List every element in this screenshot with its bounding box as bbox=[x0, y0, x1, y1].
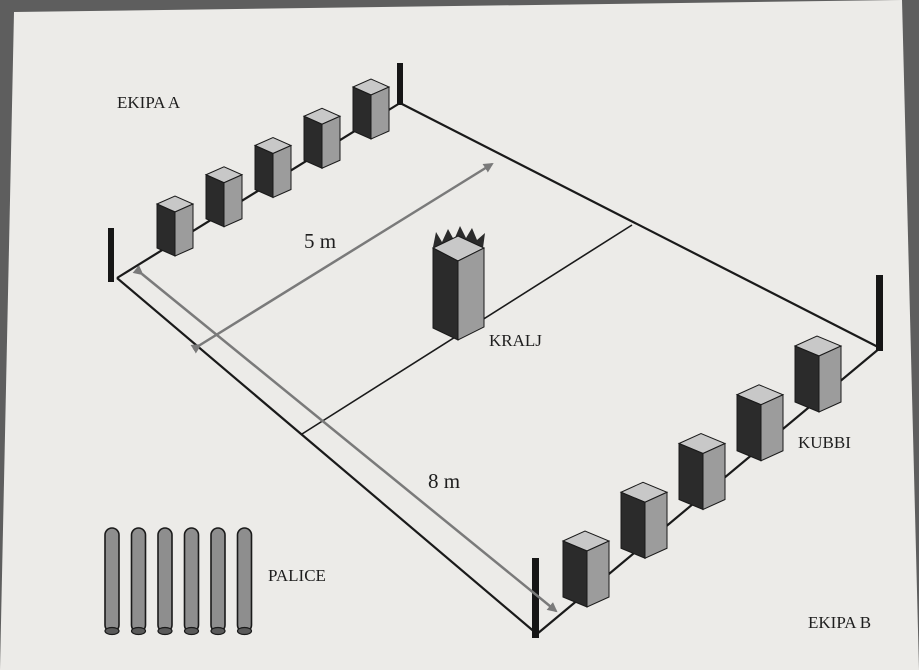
baton-shaft bbox=[157, 527, 173, 633]
kubb-front-face bbox=[678, 442, 704, 511]
kubb-front-face bbox=[352, 86, 372, 140]
kubb-front-face bbox=[736, 394, 762, 462]
kubb-front-face bbox=[205, 173, 225, 228]
baton bbox=[157, 527, 173, 636]
corner-post bbox=[108, 228, 114, 282]
kubb-front-face bbox=[303, 115, 323, 170]
dimension-arrows bbox=[132, 162, 558, 613]
kubb-block bbox=[253, 136, 293, 199]
kubb-block bbox=[619, 481, 669, 560]
kubb-block bbox=[677, 432, 727, 511]
team-b-label: EKIPA B bbox=[808, 613, 871, 632]
baton-end bbox=[210, 626, 226, 636]
kubb-side-face bbox=[272, 144, 292, 199]
king-piece bbox=[431, 226, 486, 341]
kubb-block bbox=[302, 107, 342, 170]
length-arrow bbox=[132, 265, 558, 613]
batons bbox=[104, 527, 253, 636]
kubb-block bbox=[204, 166, 244, 228]
king-side-face bbox=[457, 247, 485, 341]
baton-end bbox=[130, 626, 147, 636]
baton-shaft bbox=[210, 527, 226, 633]
kubb-side-face bbox=[321, 115, 341, 170]
team-a-label: EKIPA A bbox=[117, 93, 181, 112]
kubb-side-face bbox=[702, 442, 726, 511]
length-dimension-label: 8 m bbox=[428, 469, 460, 493]
baton-end bbox=[104, 626, 120, 636]
kubb-block bbox=[351, 78, 391, 140]
corner-post bbox=[532, 558, 539, 638]
baton bbox=[104, 527, 120, 636]
width-dimension-label: 5 m bbox=[304, 229, 336, 253]
team-a-kubbs bbox=[155, 78, 391, 257]
kubbs-label: KUBBI bbox=[798, 433, 851, 452]
corner-post bbox=[397, 63, 403, 105]
kubb-block bbox=[561, 530, 611, 608]
kubb-side-face bbox=[586, 540, 610, 608]
kubb-block bbox=[735, 384, 785, 462]
kubb-side-face bbox=[174, 203, 194, 257]
baton bbox=[236, 527, 253, 636]
baton-shaft bbox=[183, 527, 200, 633]
baton-end bbox=[236, 626, 253, 636]
kubb-front-face bbox=[794, 345, 820, 413]
baton-end bbox=[157, 626, 173, 636]
kubb-block bbox=[793, 335, 843, 413]
baton-shaft bbox=[130, 527, 147, 633]
kubb-front-face bbox=[254, 144, 274, 199]
baton bbox=[183, 527, 200, 636]
corner-post bbox=[876, 275, 883, 351]
baton bbox=[130, 527, 147, 636]
kubb-block bbox=[155, 195, 195, 257]
baton-shaft bbox=[236, 527, 253, 633]
king-front-face bbox=[432, 247, 459, 341]
baton-shaft bbox=[104, 527, 120, 633]
kubb-side-face bbox=[760, 393, 784, 462]
kubb-front-face bbox=[620, 491, 646, 559]
kubb-side-face bbox=[223, 173, 243, 228]
kubb-front-face bbox=[156, 203, 176, 257]
baton-end bbox=[183, 626, 200, 636]
team-b-kubbs bbox=[561, 335, 843, 608]
king-label: KRALJ bbox=[489, 331, 542, 350]
kubb-side-face bbox=[644, 491, 668, 560]
field-edge-right bbox=[399, 102, 881, 349]
batons-label: PALICE bbox=[268, 566, 326, 585]
kubb-front-face bbox=[562, 540, 588, 608]
kubb-side-face bbox=[370, 86, 390, 140]
baton bbox=[210, 527, 226, 636]
kubb-side-face bbox=[818, 345, 842, 413]
